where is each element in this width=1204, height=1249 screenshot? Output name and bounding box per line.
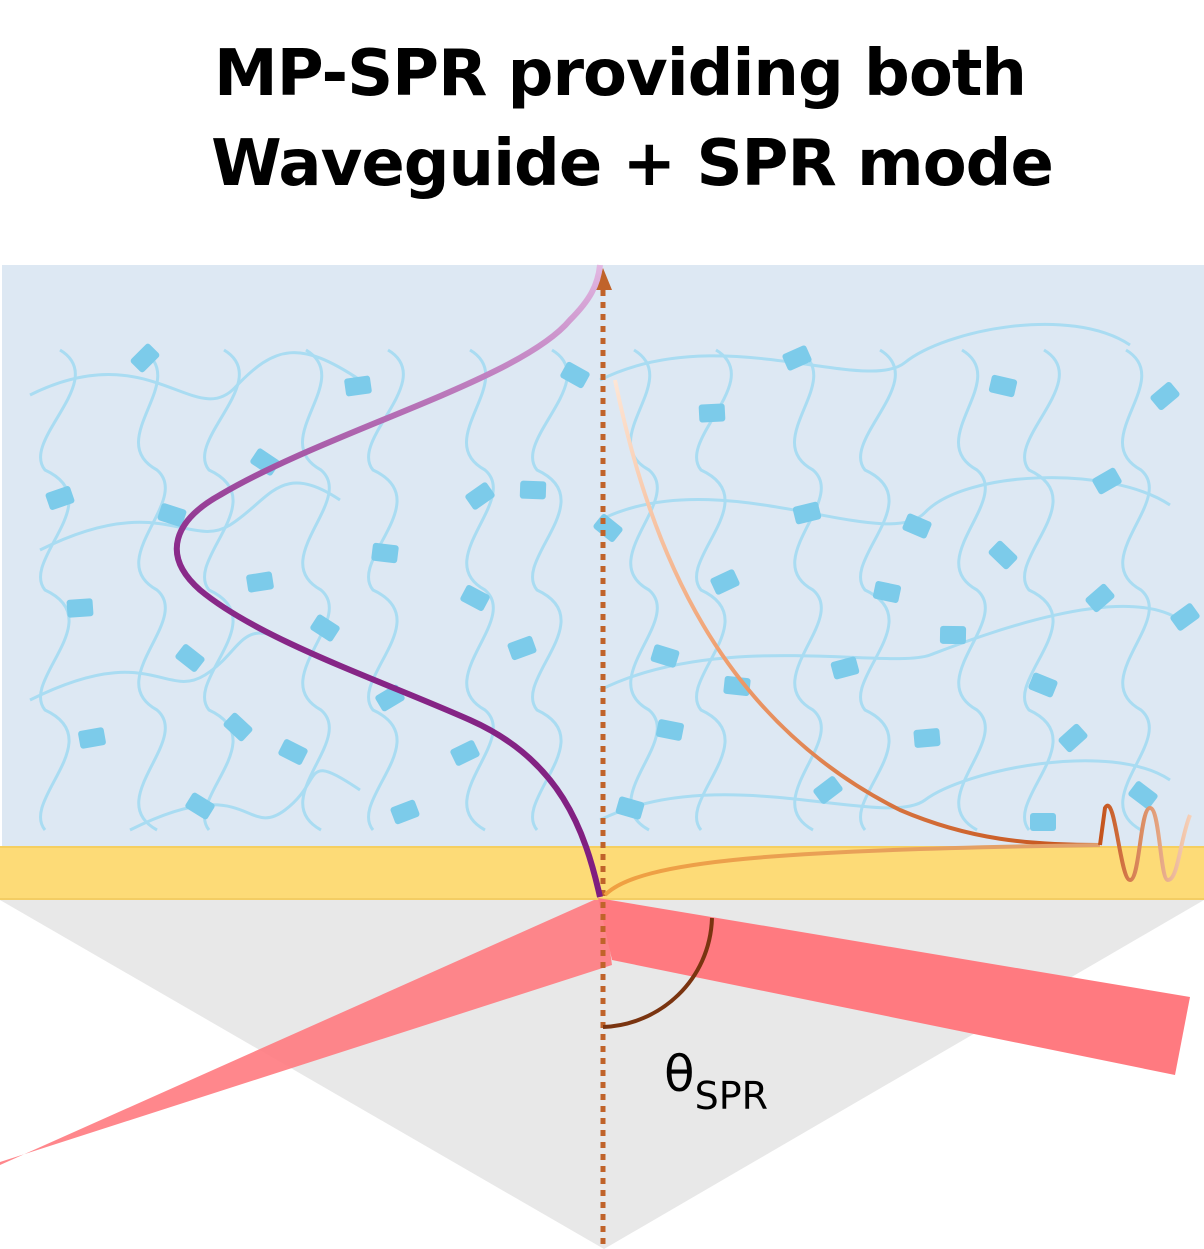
network-node [1085, 583, 1115, 613]
plasmon-oscillation-wave [1098, 803, 1192, 883]
network-strand [39, 348, 77, 831]
network-node [223, 712, 253, 742]
network-node [246, 571, 274, 593]
network-node [813, 776, 843, 804]
network-node [1128, 781, 1158, 809]
network-strand [599, 322, 1131, 382]
network-node [650, 644, 680, 668]
incident-light-beam [0, 900, 612, 1165]
network-node [507, 635, 537, 661]
network-node [371, 542, 399, 564]
network-strand [203, 348, 241, 831]
network-node [1058, 723, 1088, 753]
network-node [830, 656, 860, 680]
network-node [872, 581, 902, 603]
network-node [130, 343, 160, 373]
network-node [460, 585, 490, 611]
reflected-light-beam [598, 898, 1190, 1075]
network-strand [531, 348, 569, 831]
angle-arc [602, 917, 714, 1029]
network-node [66, 598, 94, 618]
network-strand [1023, 348, 1061, 831]
network-strand [367, 348, 405, 831]
network-node [698, 403, 726, 423]
network-strand [29, 351, 361, 401]
network-node [939, 625, 967, 645]
network-node [1092, 467, 1122, 495]
network-node [656, 719, 684, 741]
network-strand [792, 348, 823, 832]
angle-label: θSPR [664, 1045, 768, 1118]
network-node [390, 799, 420, 825]
network-node [344, 375, 372, 397]
waveguide-mode-curve [173, 264, 603, 898]
network-node [1170, 603, 1200, 631]
network-node [902, 513, 932, 539]
network-node [310, 614, 340, 642]
polymer-network [29, 322, 1200, 832]
network-strand [300, 348, 331, 832]
network-strand [136, 348, 167, 832]
network-node [782, 345, 812, 371]
network-strand [956, 348, 987, 832]
title-line-1: MP-SPR providing both [214, 37, 1027, 111]
network-node [1028, 672, 1058, 698]
network-node [157, 503, 187, 527]
network-node [175, 644, 205, 672]
spr-gold-curve [603, 843, 1101, 897]
title-line-2: Waveguide + SPR mode [211, 127, 1054, 201]
network-node [615, 796, 645, 820]
spr-evanescent-curve [613, 379, 1101, 847]
network-strand [859, 348, 897, 831]
network-node [185, 792, 215, 820]
network-node [45, 486, 75, 510]
network-node [988, 374, 1018, 398]
network-node [1030, 813, 1056, 831]
network-node [519, 480, 547, 500]
network-node [278, 739, 308, 765]
network-strand [599, 476, 1171, 526]
network-strand [695, 348, 733, 831]
network-node [450, 740, 480, 766]
network-strand [29, 631, 301, 702]
network-strand [628, 348, 659, 832]
network-strand [1120, 348, 1151, 832]
network-node [710, 569, 740, 595]
network-node [1150, 381, 1180, 411]
network-node [465, 482, 495, 510]
network-strand [599, 759, 1171, 822]
network-strand [464, 348, 495, 832]
network-node [792, 501, 822, 525]
network-node [78, 727, 106, 749]
network-node [913, 728, 941, 748]
network-node [988, 540, 1018, 570]
arrow-head-icon [596, 268, 612, 290]
network-node [560, 361, 590, 389]
